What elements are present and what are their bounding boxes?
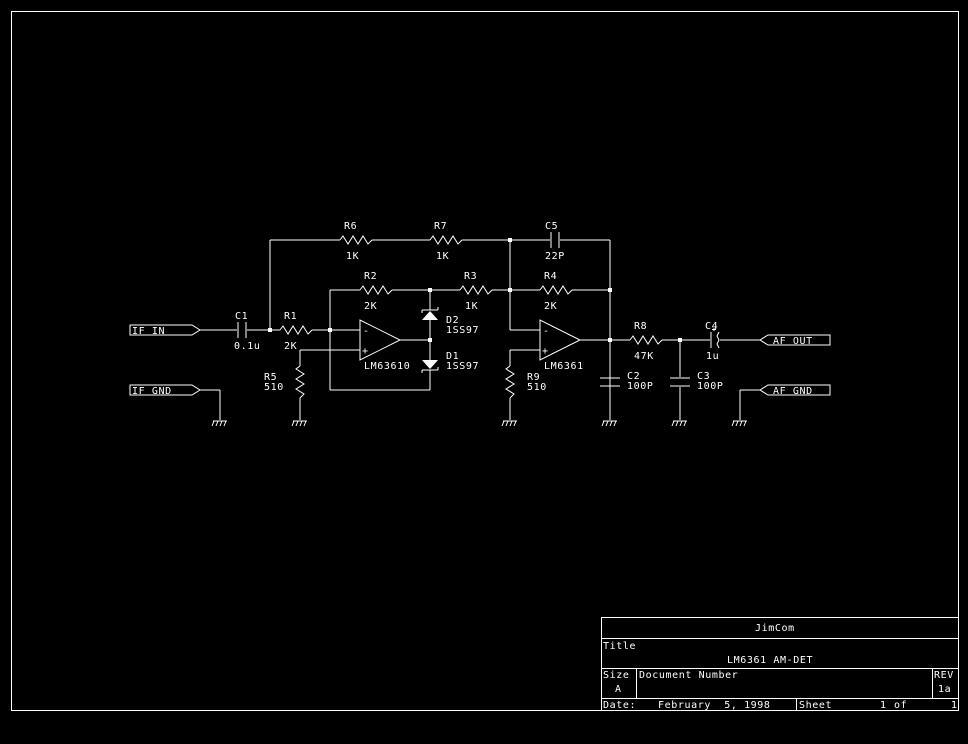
r6-ref: R6 bbox=[344, 221, 357, 232]
ground-icon bbox=[601, 420, 617, 427]
rev-value: 1a bbox=[938, 684, 951, 695]
port-af-gnd: AF GND bbox=[759, 384, 831, 397]
junction-dots bbox=[268, 238, 682, 342]
resistor-r5: R5 510 bbox=[264, 365, 305, 399]
sheet-total: 1 bbox=[951, 700, 958, 711]
r9-ref: R9 bbox=[527, 372, 540, 383]
sheet-label: Sheet bbox=[799, 700, 832, 711]
r7-ref: R7 bbox=[434, 221, 447, 232]
c2-ref: C2 bbox=[627, 371, 640, 382]
resistor-r8: R8 47K bbox=[629, 321, 663, 362]
r2-ref: R2 bbox=[364, 271, 377, 282]
u2-plus-pin: + bbox=[542, 346, 549, 357]
c1-value: 0.1u bbox=[234, 341, 260, 352]
resistor-r3: R3 1K bbox=[459, 271, 493, 312]
c5-ref: C5 bbox=[545, 221, 558, 232]
date-label: Date: bbox=[603, 700, 636, 711]
sheet-border bbox=[11, 11, 959, 711]
u2-minus-pin: - bbox=[543, 326, 550, 337]
d2-ref: D2 bbox=[446, 315, 459, 326]
capacitor-c2: C2 100P bbox=[600, 371, 653, 392]
c1-ref: C1 bbox=[235, 311, 248, 322]
d2-value: 1SS97 bbox=[446, 325, 479, 336]
r7-value: 1K bbox=[436, 251, 449, 262]
port-if-in-label: IF IN bbox=[132, 326, 165, 337]
diode-d1: D1 1SS97 bbox=[421, 351, 479, 373]
schematic-title: LM6361 AM-DET bbox=[727, 655, 813, 666]
c4-value: 1u bbox=[706, 351, 719, 362]
company-name: JimCom bbox=[755, 623, 795, 634]
c3-value: 100P bbox=[697, 381, 723, 392]
u2-value: LM6361 bbox=[544, 361, 584, 372]
date-value: February 5, 1998 bbox=[658, 700, 771, 711]
port-af-out-label: AF OUT bbox=[773, 336, 813, 347]
r5-value: 510 bbox=[264, 382, 284, 393]
r1-value: 2K bbox=[284, 341, 297, 352]
r9-value: 510 bbox=[527, 382, 547, 393]
port-if-gnd: IF GND bbox=[129, 384, 201, 397]
diode-d2: D2 1SS97 bbox=[421, 307, 479, 336]
r3-value: 1K bbox=[465, 301, 478, 312]
u1-value: LM63610 bbox=[364, 361, 410, 372]
ground-icon bbox=[211, 420, 227, 427]
r4-value: 2K bbox=[544, 301, 557, 312]
d1-ref: D1 bbox=[446, 351, 459, 362]
d1-value: 1SS97 bbox=[446, 361, 479, 372]
ground-icon bbox=[291, 420, 307, 427]
r6-value: 1K bbox=[346, 251, 359, 262]
r8-ref: R8 bbox=[634, 321, 647, 332]
capacitor-c1: C1 0.1u bbox=[234, 311, 260, 352]
size-label: Size bbox=[603, 670, 629, 681]
size-value: A bbox=[615, 684, 622, 695]
ground-icon bbox=[671, 420, 687, 427]
resistor-r4: R4 2K bbox=[539, 271, 573, 312]
capacitor-c4: C4 1u bbox=[705, 321, 720, 362]
rev-label: REV bbox=[934, 670, 954, 681]
ground-symbols bbox=[211, 420, 747, 427]
sheet-number: 1 bbox=[880, 700, 887, 711]
c2-value: 100P bbox=[627, 381, 653, 392]
resistor-r1: R1 2K bbox=[279, 311, 313, 352]
port-if-gnd-label: IF GND bbox=[132, 386, 172, 397]
c4-ref: C4 bbox=[705, 321, 718, 332]
resistor-r7: R7 1K bbox=[429, 221, 463, 262]
r8-value: 47K bbox=[634, 351, 654, 362]
port-if-in: IF IN bbox=[129, 324, 201, 337]
resistor-r2: R2 2K bbox=[359, 271, 393, 312]
r5-ref: R5 bbox=[264, 372, 277, 383]
port-af-out: AF OUT bbox=[759, 334, 831, 347]
of-label: of bbox=[894, 700, 907, 711]
capacitor-c5: C5 22P bbox=[545, 221, 565, 262]
title-block: JimCom Title LM6361 AM-DET Size A Docume… bbox=[601, 617, 959, 711]
u1-plus-pin: + bbox=[362, 346, 369, 357]
opamp-u2: - + LM6361 bbox=[539, 319, 584, 372]
wires bbox=[200, 239, 760, 420]
resistor-r6: R6 1K bbox=[339, 221, 373, 262]
r3-ref: R3 bbox=[464, 271, 477, 282]
c3-ref: C3 bbox=[697, 371, 710, 382]
title-label: Title bbox=[603, 641, 636, 652]
c5-value: 22P bbox=[545, 251, 565, 262]
capacitor-c3: C3 100P bbox=[670, 371, 723, 392]
r1-ref: R1 bbox=[284, 311, 297, 322]
r4-ref: R4 bbox=[544, 271, 557, 282]
r2-value: 2K bbox=[364, 301, 377, 312]
document-number-label: Document Number bbox=[639, 670, 738, 681]
ground-icon bbox=[501, 420, 517, 427]
opamp-u1: - + LM63610 bbox=[359, 319, 410, 372]
resistor-r9: R9 510 bbox=[505, 365, 547, 399]
port-af-gnd-label: AF GND bbox=[773, 386, 813, 397]
ground-icon bbox=[731, 420, 747, 427]
u1-minus-pin: - bbox=[363, 326, 370, 337]
